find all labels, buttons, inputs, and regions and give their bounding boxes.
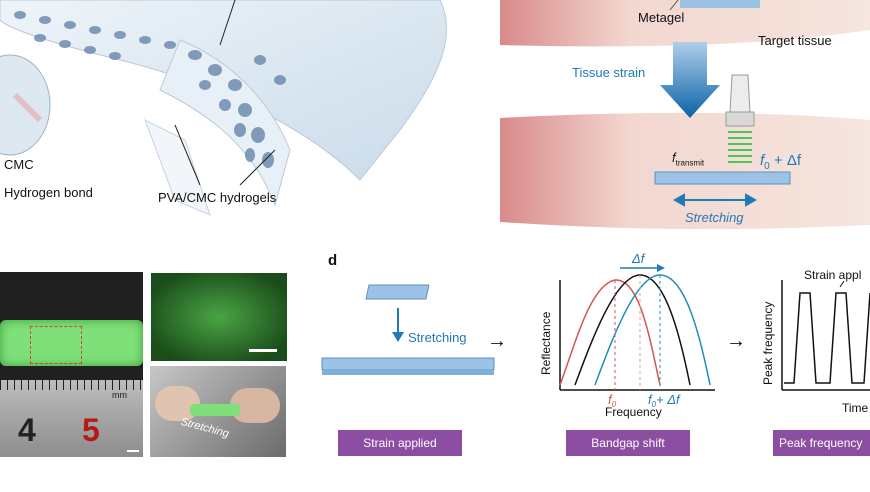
- ultrasound-waves: [728, 131, 752, 163]
- curved-sheet-front: [159, 39, 291, 207]
- photo-ruler: mm 4 5: [0, 272, 143, 457]
- tissue-strain-label: Tissue strain: [572, 65, 646, 80]
- box-strain-applied: Strain applied: [338, 430, 462, 456]
- legend-hydrogen-bond: Hydrogen bond: [4, 185, 93, 200]
- delta-suffix: + Δf: [769, 152, 802, 169]
- f-transmit-sub: transmit: [675, 158, 705, 168]
- photo-fluorescence: [150, 272, 288, 362]
- ruler: mm: [0, 380, 143, 457]
- metagel-block-stretched: [321, 357, 495, 371]
- panel-d-step1: Stretching: [318, 280, 498, 390]
- down-arrow-icon: [660, 42, 720, 118]
- panel-d-letter: d: [328, 252, 338, 269]
- hydrogel-sheet-illustration: [0, 0, 447, 216]
- panel-c: mm 4 5 Stretching: [0, 272, 290, 457]
- f0-symbol: f: [760, 152, 765, 169]
- roi-dashed-box: [30, 326, 82, 364]
- pore-dots: [14, 11, 286, 168]
- stretching-label-d: Stretching: [408, 330, 467, 345]
- box-bandgap-shift: Bandgap shift: [566, 430, 690, 456]
- hydrogels-callout: PVA/CMC hydrogels: [158, 190, 277, 205]
- tissue-illustration: [500, 0, 870, 230]
- ruler-number-5: 5: [82, 412, 100, 448]
- f-transmit-label: ftransmit: [672, 150, 704, 168]
- f-transmit-symbol: f: [672, 150, 676, 165]
- metagel-pad: [654, 171, 791, 185]
- panel-d-step3: Peak frequency Time Strain appl: [752, 255, 870, 425]
- reflectance-chart: Reflectance Frequency Δf f0 f0+ Δf: [539, 251, 715, 419]
- x-axis-frequency: Frequency: [605, 405, 662, 419]
- ruler-number-4: 4: [18, 412, 36, 448]
- panel-b: CMC Hydrogen bond PVA/CMC hydrogels: [0, 0, 470, 240]
- f0-delta-label: f0 + Δf: [760, 152, 801, 172]
- scale-bar-2: [249, 349, 277, 352]
- scale-bar: [127, 450, 139, 452]
- sheet-flap: [144, 118, 211, 216]
- metagel-label: Metagel: [638, 10, 685, 25]
- peak-y-axis: Peak frequency: [761, 302, 775, 385]
- peak-frequency-chart: Peak frequency Time Strain appl: [761, 268, 870, 415]
- curve-red: [559, 279, 661, 386]
- delta-f-label: Δf: [631, 251, 646, 266]
- metagel-block-small: [365, 284, 430, 300]
- peak-trace: [784, 292, 870, 384]
- f0-plus-tick-label: f0+ Δf: [648, 392, 681, 409]
- target-tissue-label: Target tissue: [758, 33, 832, 48]
- legend-cmc: CMC: [4, 157, 34, 172]
- f0-tick-label: f0: [608, 392, 617, 409]
- metagel-stretch-illustration: [321, 284, 495, 375]
- f0-sub: 0: [764, 161, 770, 172]
- panel-d-step2: Reflectance Frequency Δf f0 f0+ Δf: [520, 250, 725, 425]
- y-axis-reflectance: Reflectance: [539, 311, 553, 375]
- stretch-arrow-icon: [672, 193, 758, 207]
- photo-hands-stretching: Stretching: [150, 366, 286, 457]
- ruler-unit-label: mm: [112, 390, 127, 400]
- time-axis: Time: [842, 401, 869, 415]
- stretching-photo-label: Stretching: [179, 415, 231, 441]
- flow-arrow-1: →: [487, 330, 507, 352]
- panel-tissue-strain: Metagel Target tissue Tissue strain ftra…: [500, 0, 870, 240]
- stretching-label-top: Stretching: [685, 210, 744, 225]
- box-peak-frequency: Peak frequency: [773, 430, 870, 456]
- flow-arrow-2: →: [726, 330, 746, 352]
- curve-teal: [594, 274, 711, 386]
- transducer-icon: [725, 74, 755, 127]
- hydrogel-strip: [0, 320, 143, 366]
- strain-applied-annotation: Strain appl: [804, 268, 861, 282]
